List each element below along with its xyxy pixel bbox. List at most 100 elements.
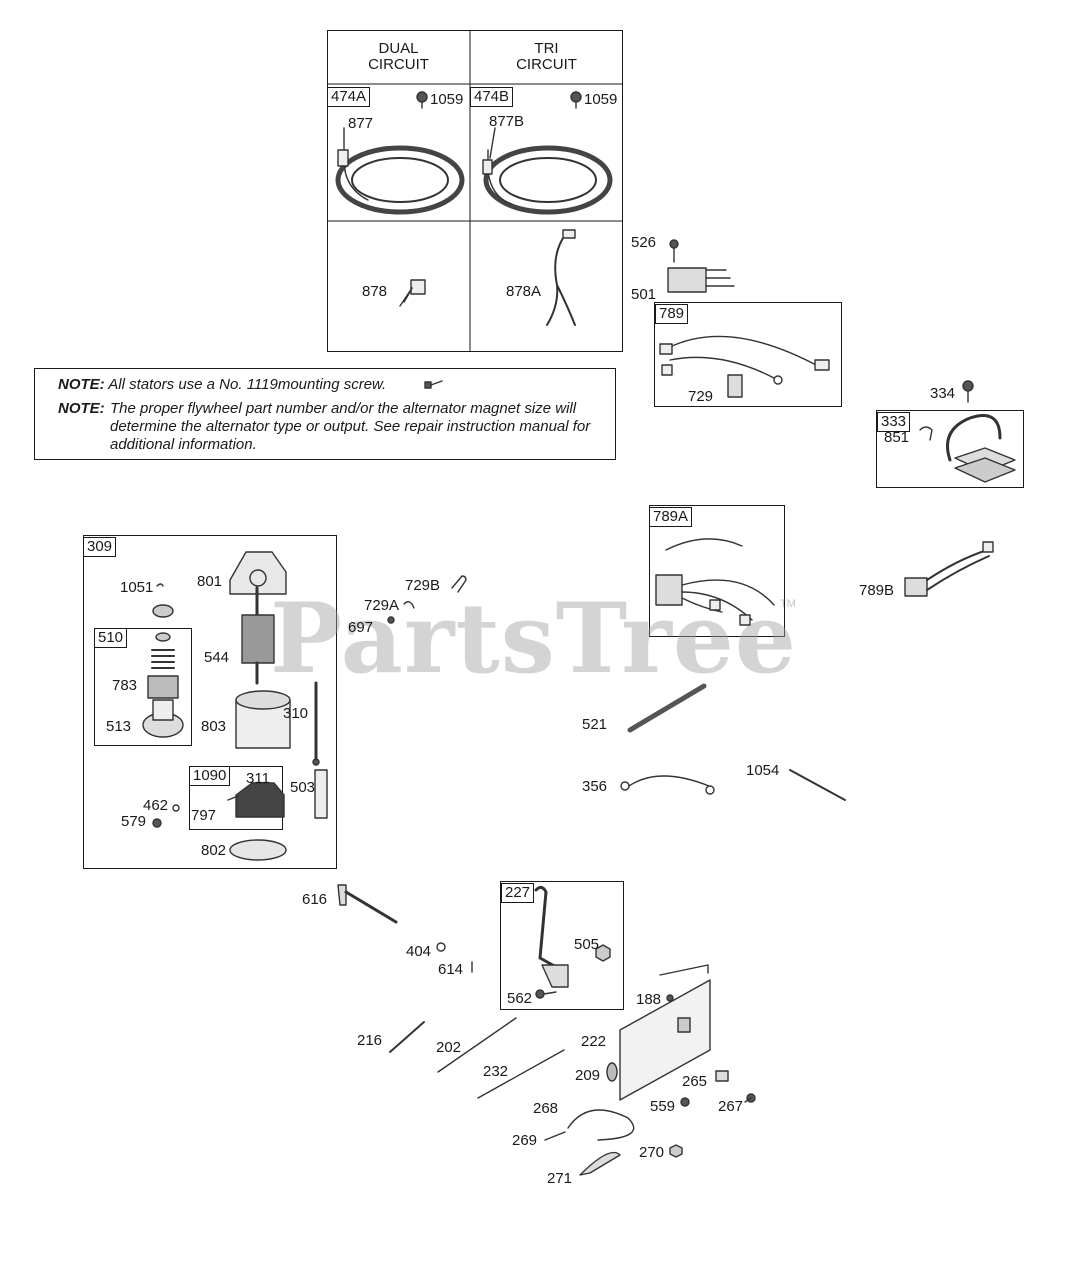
label-334: 334 xyxy=(930,385,956,402)
label-267: 267 xyxy=(718,1098,744,1115)
label-265: 265 xyxy=(682,1073,708,1090)
group-510 xyxy=(94,628,192,746)
label-505: 505 xyxy=(574,936,600,953)
note-2-text: The proper flywheel part number and/or t… xyxy=(110,400,591,453)
clip-265-icon xyxy=(715,1070,729,1082)
end-cap-801-icon xyxy=(229,551,287,595)
lever-227-icon xyxy=(534,885,569,988)
tag-333: 333 xyxy=(877,412,911,432)
screw-188-icon xyxy=(666,994,674,1002)
label-801: 801 xyxy=(197,573,223,590)
label-462: 462 xyxy=(143,797,169,814)
label-562: 562 xyxy=(507,990,533,1007)
tag-474a: 474A xyxy=(327,87,371,107)
tag-474b: 474B xyxy=(470,87,514,107)
screw-1059-b-icon xyxy=(570,91,582,109)
stator-474b-icon xyxy=(482,127,613,215)
lead-356-icon xyxy=(620,775,715,795)
cable-268-icon xyxy=(567,1109,635,1141)
tie-1054-icon xyxy=(789,769,846,801)
label-270: 270 xyxy=(639,1144,665,1161)
seal-icon xyxy=(152,604,174,618)
label-269: 269 xyxy=(512,1132,538,1149)
screw-559-icon xyxy=(680,1097,690,1107)
drive-513-icon xyxy=(142,699,184,738)
lead-878a-icon xyxy=(546,229,576,326)
lever-271-icon xyxy=(579,1151,621,1176)
washer-404-icon xyxy=(436,942,446,952)
stator-table xyxy=(327,30,623,352)
label-878: 878 xyxy=(362,283,388,300)
screw-562-icon xyxy=(535,989,557,999)
label-729b: 729B xyxy=(405,577,441,594)
group-789a xyxy=(649,505,785,637)
label-310: 310 xyxy=(283,705,309,722)
label-311: 311 xyxy=(246,770,270,787)
label-526: 526 xyxy=(631,234,657,251)
group-309 xyxy=(83,535,337,869)
label-877: 877 xyxy=(348,115,374,132)
tag-227: 227 xyxy=(501,883,535,903)
note-screw-icon xyxy=(424,380,443,389)
label-216: 216 xyxy=(357,1032,383,1049)
group-789 xyxy=(654,302,842,407)
washer-462-icon xyxy=(172,804,180,812)
clip-729a-icon xyxy=(403,601,415,609)
housing-803-icon xyxy=(235,690,291,749)
spring-icon xyxy=(151,649,175,669)
screw-697-icon xyxy=(387,616,395,624)
armature-333-icon xyxy=(919,414,1016,483)
label-803: 803 xyxy=(201,718,227,735)
label-729: 729 xyxy=(688,388,714,405)
label-202: 202 xyxy=(436,1039,462,1056)
bracket-503-icon xyxy=(314,769,328,819)
gear-783-icon xyxy=(147,675,179,699)
note-1-text: All stators use a No. 1119mounting screw… xyxy=(108,376,387,393)
rectifier-501-icon xyxy=(667,239,735,293)
label-544: 544 xyxy=(204,649,230,666)
connector-789b-icon xyxy=(904,541,994,597)
note-1: NOTE: All stators use a No. 1119mounting… xyxy=(58,376,598,394)
header-tri-circuit: TRI CIRCUIT xyxy=(516,40,577,73)
label-559: 559 xyxy=(650,1098,676,1115)
label-1059-b: 1059 xyxy=(584,91,618,108)
note-2-label: NOTE: xyxy=(58,400,105,417)
tag-510: 510 xyxy=(94,628,128,648)
label-232: 232 xyxy=(483,1063,509,1080)
label-209: 209 xyxy=(575,1067,601,1084)
label-513: 513 xyxy=(106,718,132,735)
bracket-assembly-icon xyxy=(619,964,711,1101)
tag-789a: 789A xyxy=(649,507,693,527)
label-268: 268 xyxy=(533,1100,559,1117)
cable-269-icon xyxy=(544,1131,566,1141)
label-271: 271 xyxy=(547,1170,573,1187)
label-222: 222 xyxy=(581,1033,607,1050)
tag-309: 309 xyxy=(83,537,117,557)
spring-cap-icon xyxy=(155,632,171,642)
note-1-label: NOTE: xyxy=(58,376,105,393)
label-802: 802 xyxy=(201,842,227,859)
link-202-icon xyxy=(437,1017,517,1073)
tag-1090: 1090 xyxy=(189,766,231,786)
label-614: 614 xyxy=(438,961,464,978)
rod-616-icon xyxy=(337,884,398,924)
rod-521-icon xyxy=(627,683,707,733)
label-188: 188 xyxy=(636,991,662,1008)
label-1051: 1051 xyxy=(120,579,154,596)
watermark-tm: TM xyxy=(780,598,796,610)
screw-267-icon xyxy=(744,1093,756,1103)
label-877b: 877B xyxy=(489,113,525,130)
group-227 xyxy=(500,881,624,1010)
label-616: 616 xyxy=(302,891,328,908)
label-1054: 1054 xyxy=(746,762,780,779)
label-579: 579 xyxy=(121,813,147,830)
label-783: 783 xyxy=(112,677,138,694)
label-697: 697 xyxy=(348,619,374,636)
screw-1059-a-icon xyxy=(416,91,428,109)
label-501: 501 xyxy=(631,286,657,303)
label-797: 797 xyxy=(191,807,217,824)
label-356: 356 xyxy=(582,778,608,795)
